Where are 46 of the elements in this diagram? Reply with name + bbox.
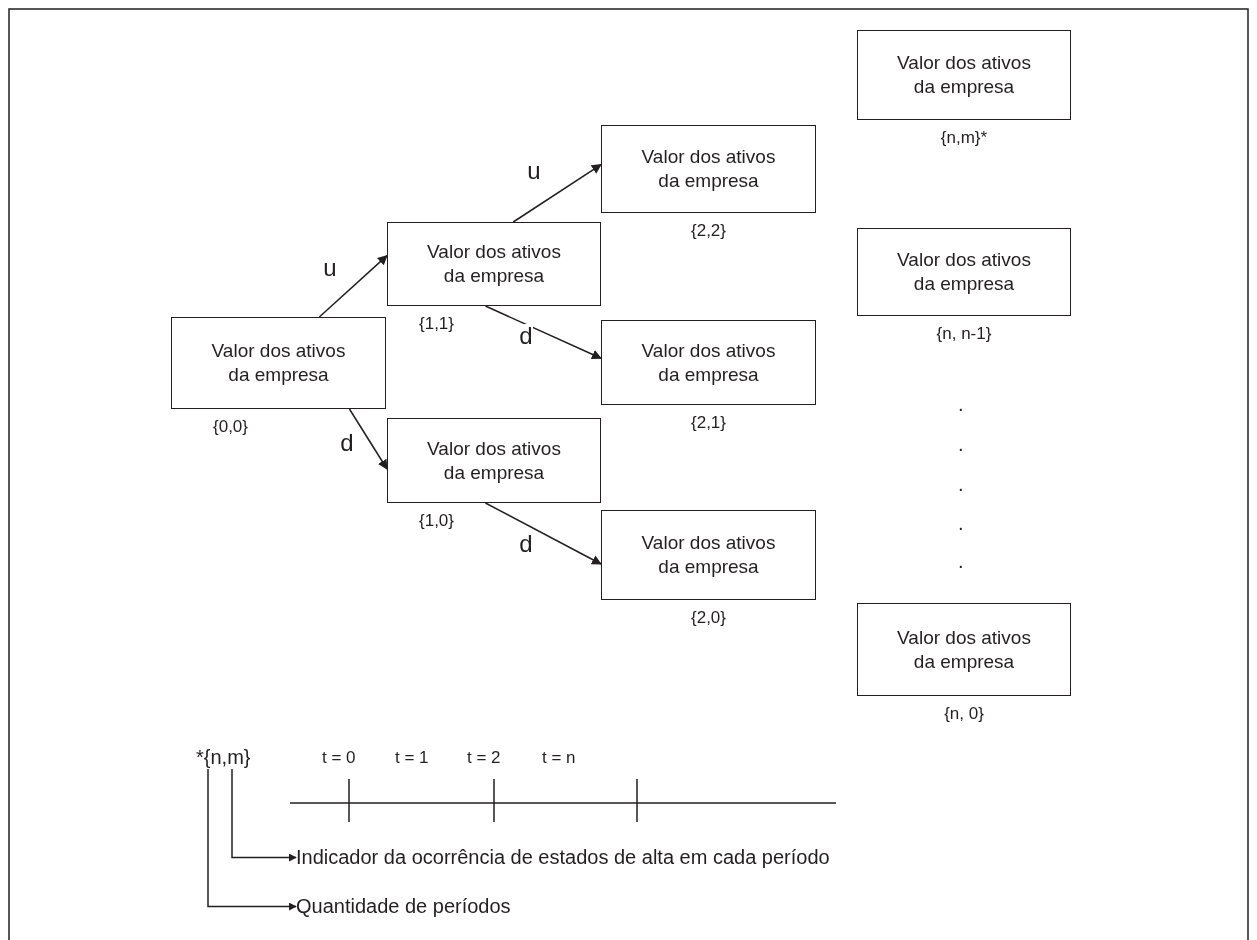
leader-line [231,768,297,862]
state-index: {2,0} [691,608,726,628]
arrow [512,163,602,223]
arrow [484,305,602,360]
value-box [857,30,1071,120]
value-box [601,125,816,213]
time-label: t = 2 [467,748,501,768]
state-index: {n,m}* [940,128,988,148]
node-text: Valor dos ativos da empresa [640,531,777,579]
value-box [857,228,1071,316]
node-text: Valor dos ativos da empresa [210,339,347,387]
time-label: t = 0 [322,748,356,768]
time-label: t = 1 [395,748,429,768]
node-text: Valor dos ativos da empresa [640,145,777,193]
value-box [857,603,1071,696]
node-text: Valor dos ativos da empresa [896,248,1032,296]
arrow [484,502,602,565]
state-index: {2,2} [691,221,726,241]
value-box [387,222,601,306]
state-index: {n, n-1} [936,324,992,344]
arrow [348,408,388,470]
notation-text: *{n,m} [196,746,251,769]
node-text: Valor dos ativos da empresa [640,338,777,387]
value-box [171,317,386,409]
arrow [318,254,388,318]
value-box [601,510,816,600]
value-box [387,418,601,503]
state-index: {1,1} [419,314,454,334]
leader-line [207,768,297,911]
node-text: Valor dos ativos da empresa [426,240,562,288]
ellipsis-dot: . [958,550,964,573]
node-text: Valor dos ativos da empresa [426,436,562,485]
ellipsis-dot: . [958,393,964,416]
node-text: Valor dos ativos da empresa [896,625,1032,674]
explanation-text: Indicador da ocorrência de estados de alta em cada período [296,846,830,869]
value-box [601,320,816,405]
ellipsis-dot: . [958,433,964,456]
ellipsis-dot: . [958,512,964,535]
ellipsis-dot: . [958,473,964,496]
state-index: {1,0} [419,511,454,531]
state-index: {2,1} [691,413,726,433]
state-index: {0,0} [213,417,248,437]
time-label: t = n [542,748,576,768]
state-index: {n, 0} [944,704,984,724]
node-text: Valor dos ativos da empresa [896,51,1032,99]
explanation-text: Quantidade de períodos [296,895,511,918]
